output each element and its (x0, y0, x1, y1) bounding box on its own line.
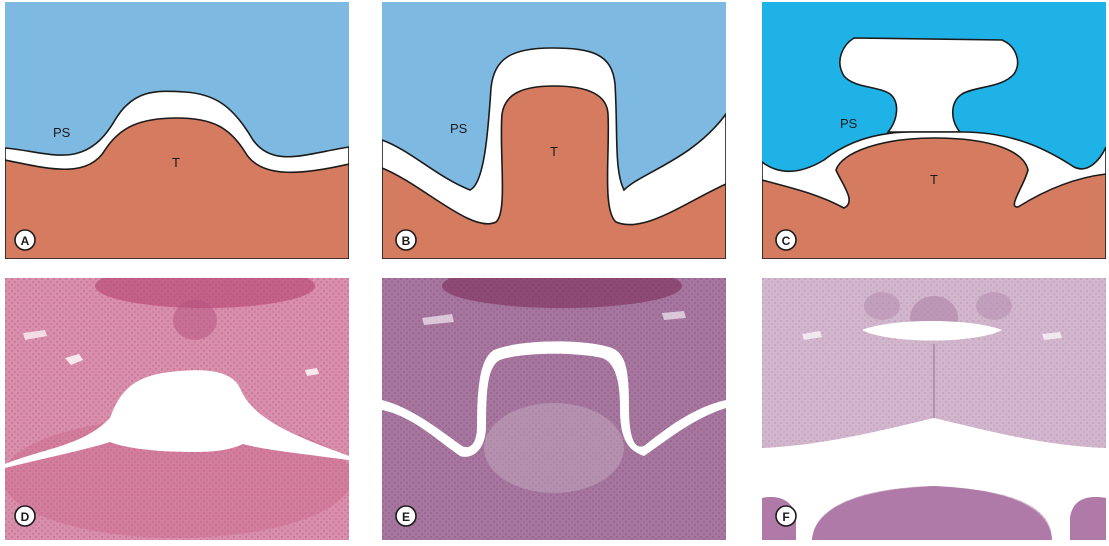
svg-text:B: B (402, 234, 411, 248)
panel-badge-f: F (776, 506, 796, 526)
panel-badge-d: D (15, 506, 35, 526)
svg-text:D: D (21, 510, 30, 524)
svg-text:E: E (402, 510, 410, 524)
label-ps: PS (53, 125, 71, 140)
diagram-panel-a: PS T A (5, 2, 349, 259)
panel-badge-c: C (776, 230, 796, 250)
svg-text:A: A (21, 234, 30, 248)
label-t: T (930, 172, 938, 187)
diagram-panel-b: PS T B (382, 2, 726, 259)
label-ps: PS (450, 121, 468, 136)
diagram-panel-c: PS T C (762, 2, 1106, 259)
label-t: T (550, 144, 558, 159)
panel-badge-a: A (15, 230, 35, 250)
histology-panel-e: E (382, 278, 726, 540)
label-ps: PS (840, 116, 858, 131)
svg-text:F: F (782, 510, 789, 524)
label-t: T (172, 155, 180, 170)
svg-text:C: C (782, 234, 791, 248)
panel-badge-e: E (396, 506, 416, 526)
histology-panel-f: F (762, 278, 1106, 540)
histology-panel-d: D (5, 278, 349, 540)
panel-badge-b: B (396, 230, 416, 250)
